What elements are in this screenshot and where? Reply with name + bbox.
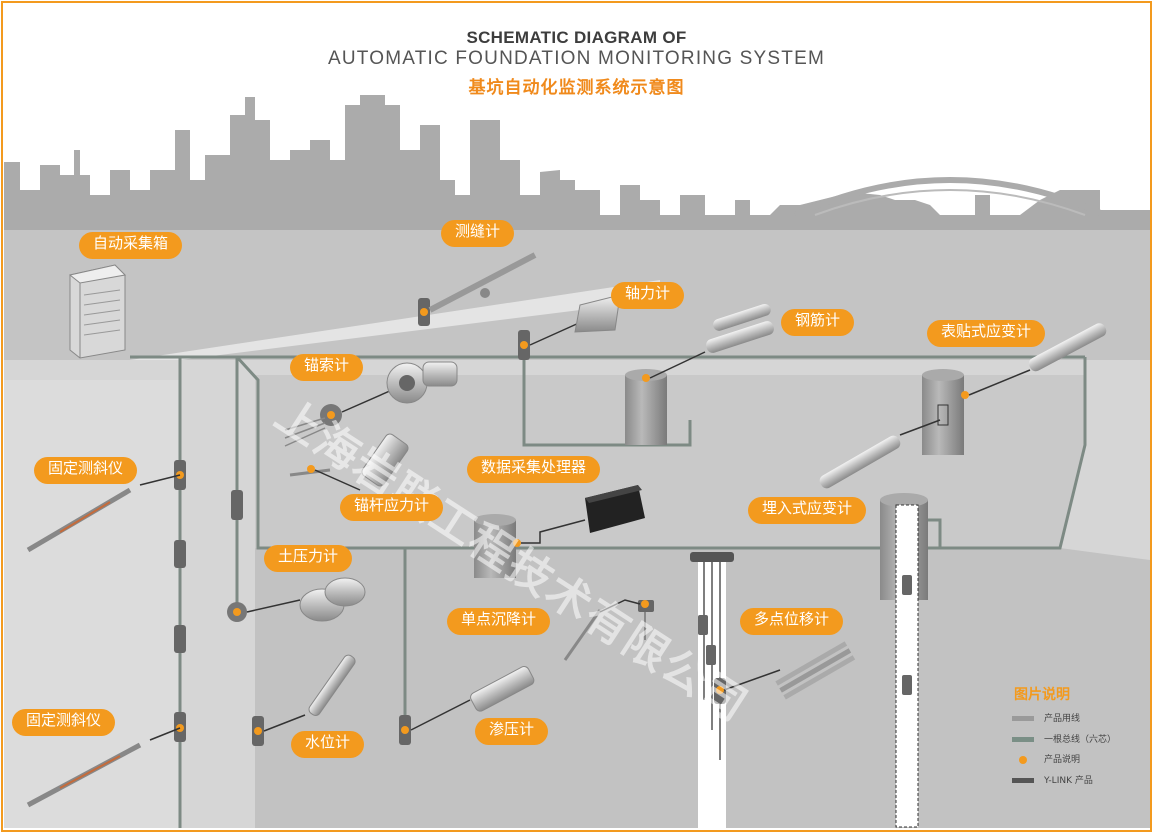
column-surface-strain [819, 323, 1107, 489]
crack-meter [428, 252, 537, 313]
legend-swatch-product-note [1019, 756, 1027, 764]
label-inclinometer-2: 固定测斜仪 [12, 709, 116, 736]
label-data-processor: 数据采集处理器 [467, 456, 601, 483]
earth-pressure-cell [299, 577, 366, 622]
data-processor-unit [474, 485, 645, 578]
diagram-title-en-2: AUTOMATIC FOUNDATION MONITORING SYSTEM [327, 48, 826, 69]
label-anchor-cable-meter: 锚索计 [290, 354, 364, 381]
diagram-title-cn: 基坑自动化监测系统示意图 [468, 78, 685, 98]
auto-collection-box [68, 264, 127, 359]
excavation-pit [255, 375, 1085, 548]
label-auto-collection-box: 自动采集箱 [79, 232, 183, 259]
label-crack-meter: 测缝计 [441, 220, 515, 247]
diagram-title-en-1: SCHEMATIC DIAGRAM OF [466, 28, 687, 47]
label-osmometer: 渗压计 [475, 718, 549, 745]
legend-swatch-product-line [1012, 716, 1034, 721]
embedded-strain-borehole [880, 493, 928, 828]
label-embedded-strain-gauge: 埋入式应变计 [748, 497, 867, 524]
label-inclinometer-1: 固定测斜仪 [34, 457, 138, 484]
label-axial-force-meter: 轴力计 [611, 282, 685, 309]
anchor-cable-meter [386, 361, 458, 404]
multipoint-borehole [690, 552, 856, 828]
water-level-meter [308, 654, 356, 716]
anchor-rod-meter [361, 433, 409, 487]
legend-label: 一根总线（六芯） [1044, 735, 1117, 745]
label-earth-pressure-cell: 土压力计 [264, 545, 353, 572]
osmometer [470, 666, 535, 712]
legend-swatch-bus [1012, 737, 1034, 742]
label-surface-strain-gauge: 表贴式应变计 [927, 320, 1046, 347]
legend-label: 产品说明 [1044, 755, 1081, 765]
axial-force-meter [574, 294, 621, 333]
legend-title: 图片说明 [1014, 687, 1070, 703]
legend-label: Y-LINK 产品 [1044, 776, 1093, 786]
inclinometer-probe-2 [26, 727, 181, 808]
city-skyline [4, 95, 1150, 230]
label-rebar-meter: 钢筋计 [781, 309, 855, 336]
legend-swatch-ylink [1012, 778, 1034, 783]
label-multipoint-displacement: 多点位移计 [740, 608, 844, 635]
single-point-settlement [563, 599, 654, 661]
column-rebar [625, 303, 774, 445]
label-single-point-settlement: 单点沉降计 [447, 608, 551, 635]
label-anchor-rod-stress-meter: 锚杆应力计 [340, 494, 444, 521]
legend-label: 产品用线 [1044, 714, 1081, 724]
label-water-level-meter: 水位计 [291, 731, 365, 758]
inclinometer-probe-1 [26, 474, 181, 553]
